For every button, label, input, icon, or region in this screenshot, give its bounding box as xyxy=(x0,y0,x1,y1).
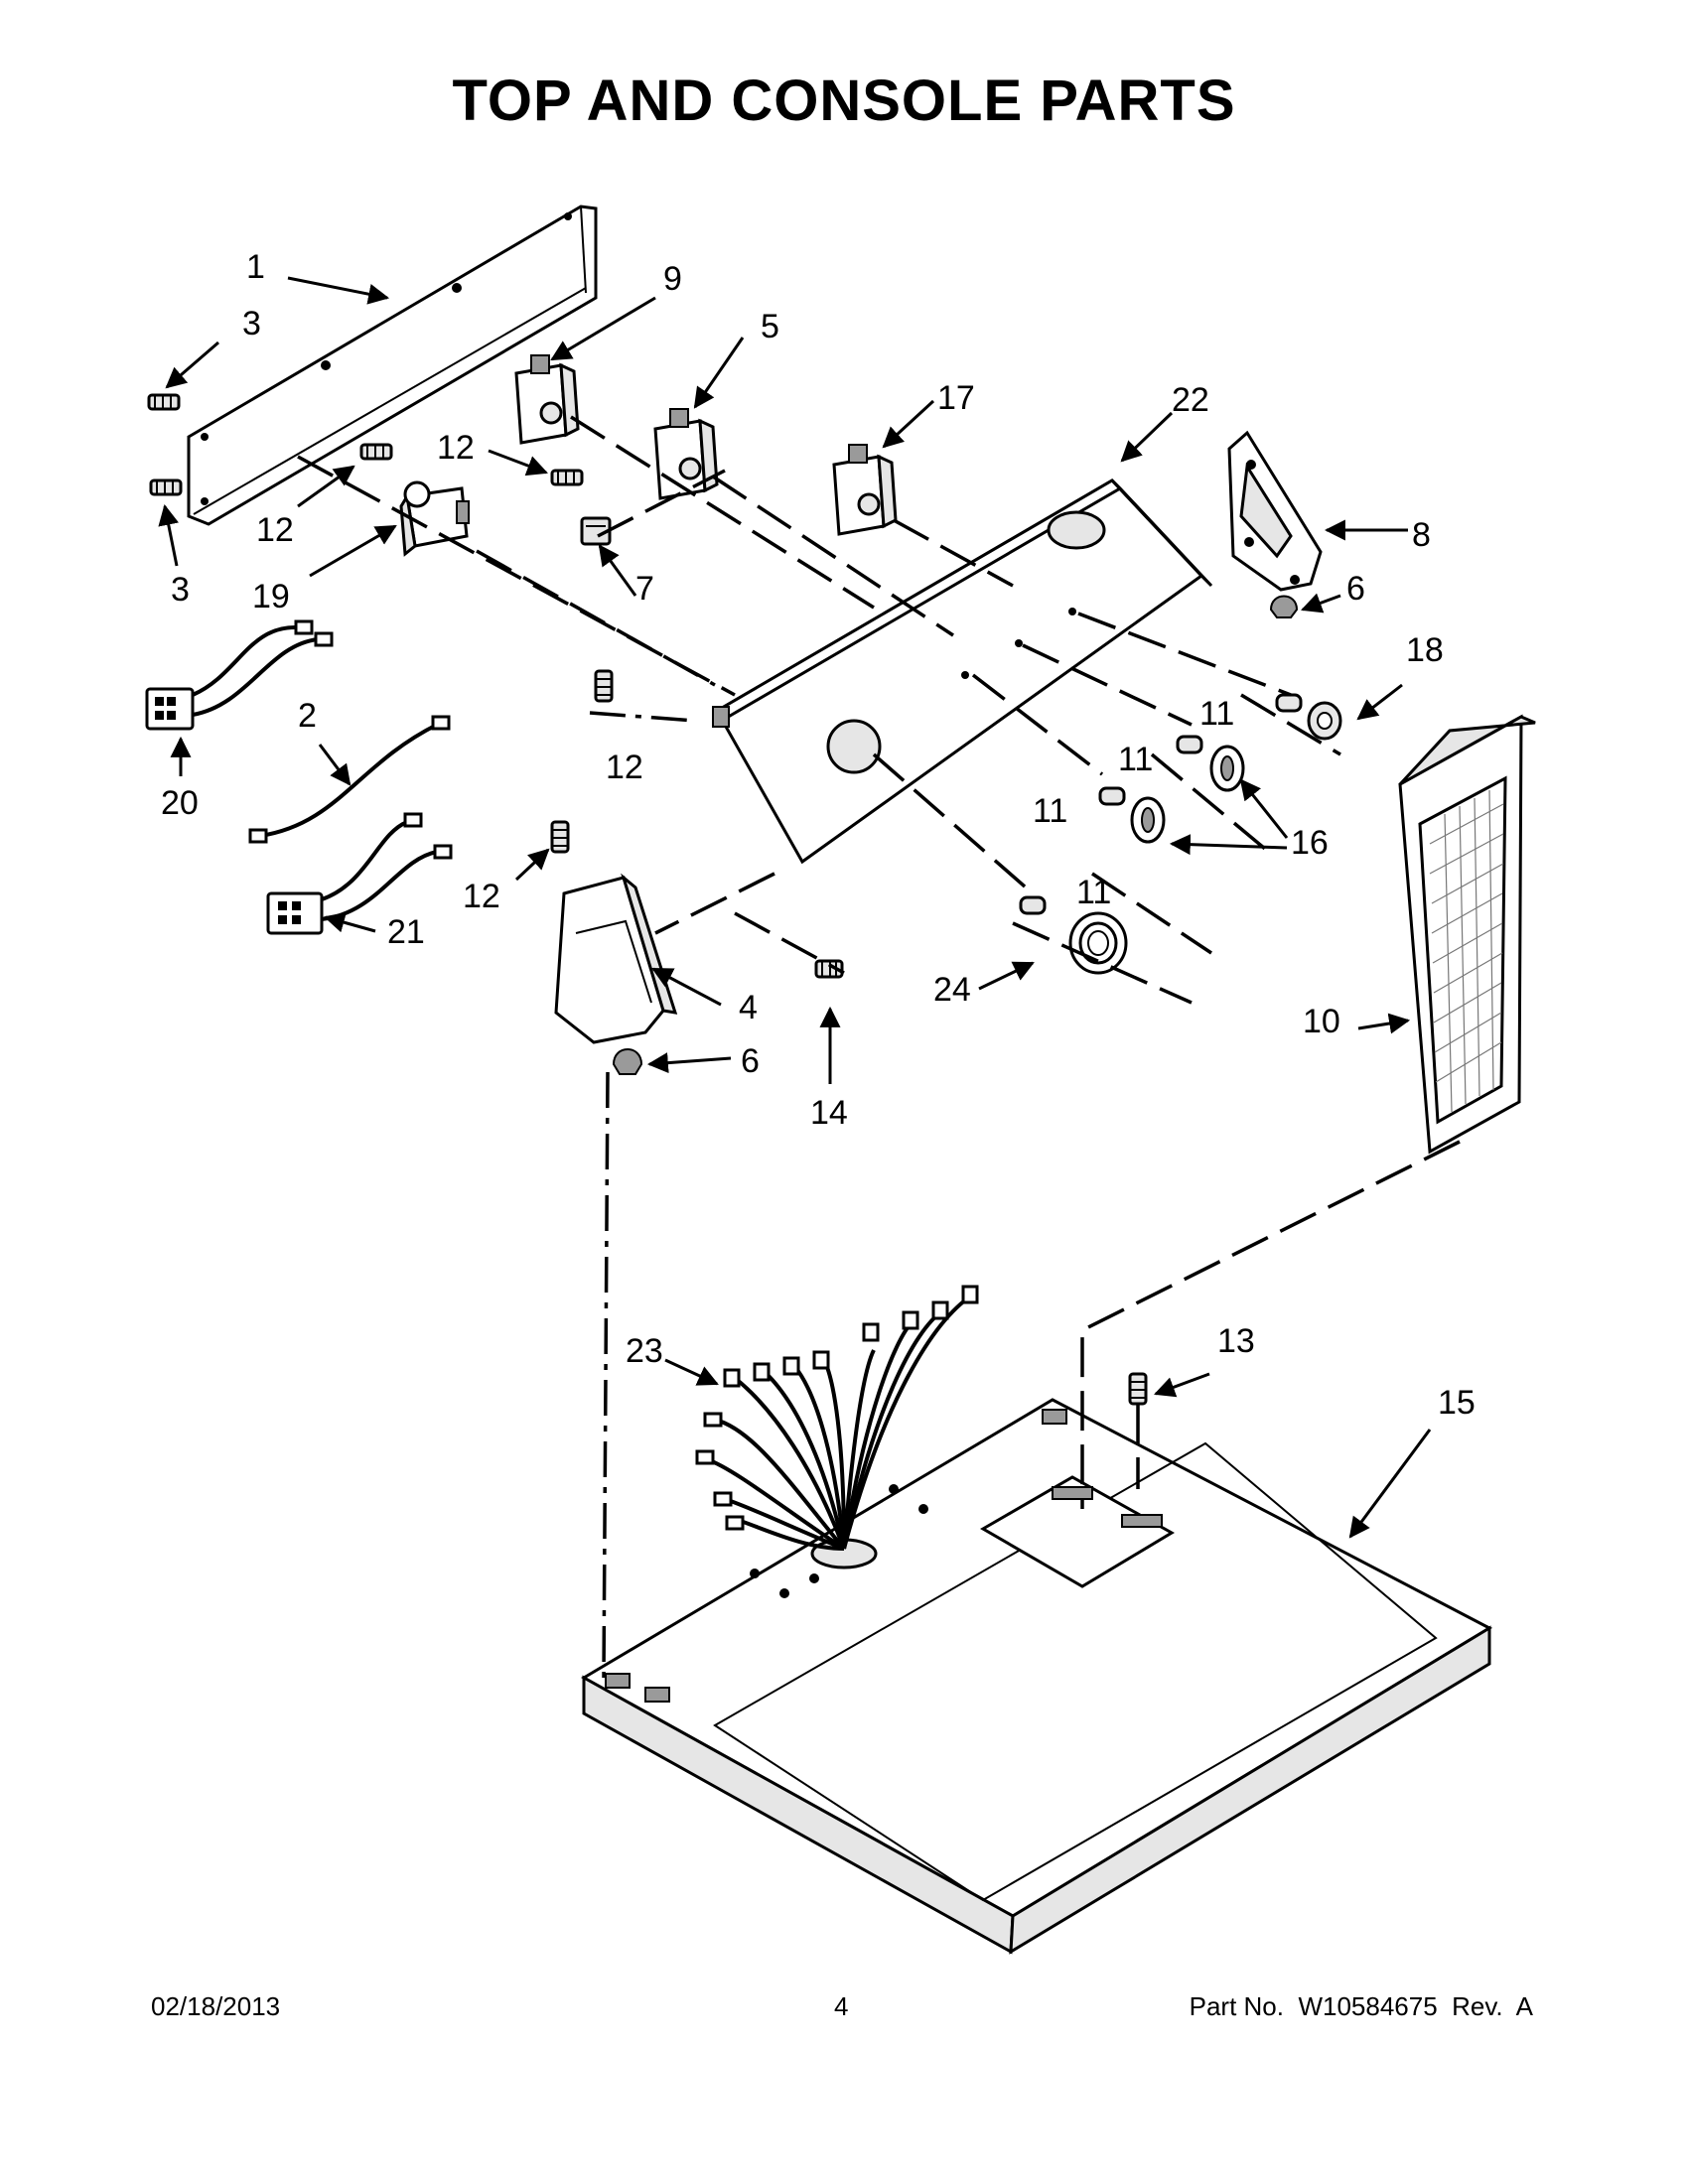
part-20-wire-harness xyxy=(145,619,334,731)
part-6-clip-lower xyxy=(612,1048,643,1075)
callout-9: 9 xyxy=(663,260,682,298)
callout-7: 7 xyxy=(635,570,654,608)
callout-23: 23 xyxy=(626,1332,663,1370)
callout-8: 8 xyxy=(1412,516,1431,554)
callout-20: 20 xyxy=(161,784,199,822)
callout-12-a: 12 xyxy=(256,511,294,549)
callout-5: 5 xyxy=(761,308,779,345)
part-22-console xyxy=(712,478,1213,865)
part-3-screw-lower xyxy=(149,478,183,496)
part-12-screw-d xyxy=(550,820,570,854)
part-11-spacer-a xyxy=(1275,693,1303,713)
callout-24: 24 xyxy=(933,971,971,1009)
part-14-screw xyxy=(814,959,844,979)
page-title: TOP AND CONSOLE PARTS xyxy=(452,68,1236,133)
part-16-knob-a xyxy=(1209,745,1245,792)
callout-14: 14 xyxy=(810,1094,848,1132)
callout-3-lower: 3 xyxy=(171,571,190,609)
part-24-knob xyxy=(1068,911,1128,975)
part-3-screw-upper xyxy=(147,393,181,411)
part-11-spacer-b xyxy=(1176,735,1203,754)
callout-13: 13 xyxy=(1217,1322,1255,1360)
part-19-timer xyxy=(399,480,470,557)
callout-11-a: 11 xyxy=(1199,695,1234,733)
callout-11-b: 11 xyxy=(1118,741,1153,778)
callout-12-b: 12 xyxy=(437,429,475,467)
part-2-wire xyxy=(248,715,451,844)
footer-page-number: 4 xyxy=(834,1991,849,2021)
callout-3-upper: 3 xyxy=(242,305,261,342)
part-8-bracket xyxy=(1227,430,1323,592)
callout-11-d: 11 xyxy=(1076,874,1111,911)
part-1-console-rear-panel xyxy=(187,205,598,526)
assembly-lines xyxy=(297,415,1461,1679)
callout-4: 4 xyxy=(739,989,758,1026)
part-6-clip-upper xyxy=(1269,595,1299,618)
part-17-switch xyxy=(832,444,898,536)
leader-arrows xyxy=(158,276,1432,1539)
callout-18: 18 xyxy=(1406,631,1444,669)
callout-labels: 1 3 3 12 12 12 12 19 9 5 7 17 22 8 6 18 … xyxy=(161,248,1476,1422)
footer-date: 02/18/2013 xyxy=(151,1991,281,2021)
callout-12-c: 12 xyxy=(606,749,643,786)
callout-15: 15 xyxy=(1438,1384,1476,1422)
part-11-spacer-d xyxy=(1019,895,1047,915)
part-12-screw-b xyxy=(550,469,584,486)
part-23-main-wire-harness xyxy=(695,1285,979,1551)
part-4-end-cap xyxy=(554,873,678,1044)
callout-6-upper: 6 xyxy=(1346,570,1365,608)
part-5-switch xyxy=(653,408,719,500)
callout-10: 10 xyxy=(1303,1003,1340,1040)
callout-17: 17 xyxy=(937,379,975,417)
callout-2: 2 xyxy=(298,697,317,735)
callout-21: 21 xyxy=(387,913,425,951)
lint-screen-mesh xyxy=(1429,789,1504,1113)
callout-12-d: 12 xyxy=(463,878,500,915)
part-12-screw-c xyxy=(594,669,614,703)
callout-11-c: 11 xyxy=(1033,792,1067,830)
part-16-knob-b xyxy=(1130,796,1166,844)
callout-22: 22 xyxy=(1172,381,1209,419)
footer-part-number: Part No. W10584675 Rev. A xyxy=(1189,1991,1533,2021)
callout-1: 1 xyxy=(246,248,265,286)
part-13-screw xyxy=(1128,1372,1148,1406)
callout-19: 19 xyxy=(252,578,290,615)
harness-connectors xyxy=(695,1285,979,1531)
part-12-screw-a xyxy=(359,443,393,461)
part-11-spacer-c xyxy=(1098,786,1126,806)
part-9-switch xyxy=(514,354,580,445)
part-10-lint-screen xyxy=(1398,714,1536,1155)
part-15-dryer-top xyxy=(580,1398,1493,1955)
callout-16: 16 xyxy=(1291,824,1329,862)
part-18-bushing xyxy=(1307,701,1342,741)
callout-6-lower: 6 xyxy=(741,1042,760,1080)
